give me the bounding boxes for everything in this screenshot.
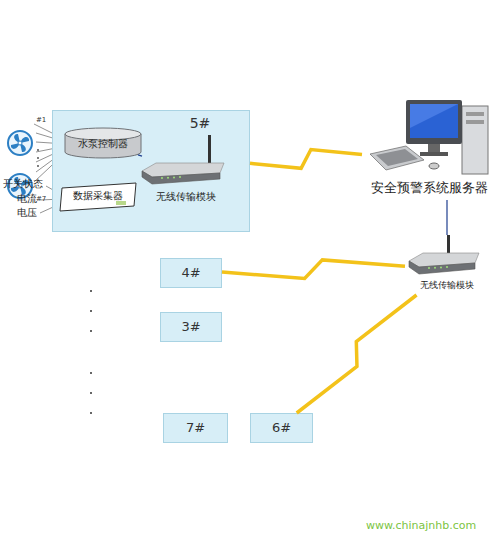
node-label: 无线传输模块 [138, 191, 234, 203]
controller-cylinder: 水泵控制器 [64, 127, 142, 159]
server-computer: 安全预警系统服务器 [362, 98, 496, 200]
station-box: 7# [163, 413, 228, 443]
ellipsis-dots [37, 149, 39, 167]
signal-label: 电流 [17, 193, 37, 205]
signal-label: #7 [36, 195, 46, 203]
node-label: 5# [170, 115, 230, 132]
node-label: 7# [163, 420, 228, 436]
pump-symbol [8, 131, 32, 155]
node-label: 6# [250, 420, 313, 436]
ellipsis-dots [90, 290, 92, 414]
node-label: 3# [160, 319, 222, 335]
node-label: 水泵控制器 [64, 138, 142, 150]
station-box: 6# [250, 413, 313, 443]
watermark: www.chinajnhb.com [366, 519, 476, 532]
signal-label: 电压 [17, 207, 37, 219]
collector-box: 数据采集器 [58, 182, 138, 212]
cable-link [138, 155, 142, 156]
signal-label: 开关状态 [3, 178, 43, 190]
station-box: 3# [160, 312, 222, 342]
wireless-link [297, 295, 417, 413]
node-label: 安全预警系统服务器 [362, 180, 496, 196]
node-label: 数据采集器 [58, 190, 138, 202]
station-box: 4# [160, 258, 222, 288]
signal-label: #1 [36, 116, 46, 124]
wireless-link [222, 260, 405, 279]
wireless-link [250, 150, 362, 169]
router-module: 无线传输模块 [405, 235, 489, 295]
node-label: 无线传输模块 [405, 280, 489, 291]
router-module: 无线传输模块 [138, 135, 234, 207]
station-box: 5# 水泵控制器数据采集器无线传输模块 [52, 110, 250, 232]
cable-link [446, 200, 447, 235]
node-label: 4# [160, 265, 222, 281]
